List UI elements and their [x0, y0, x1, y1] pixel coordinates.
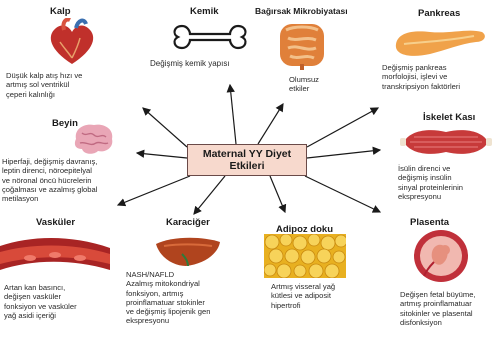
arrow-bagirsak	[258, 104, 283, 144]
kalp-title: Kalp	[50, 6, 71, 17]
kalp-desc: Düşük kalp atış hızı ve artmış sol ventr…	[6, 71, 82, 99]
arrow-plasenta	[305, 176, 380, 212]
plasenta-title: Plasenta	[410, 217, 449, 228]
placenta-icon	[412, 228, 470, 284]
pankreas-desc: Değişmiş pankreas morfolojisi, işlevi ve…	[382, 63, 460, 91]
muscle-icon	[400, 124, 492, 158]
plasenta-desc: Değişen fetal büyüme, artmış proinflamat…	[400, 290, 476, 327]
adipoz-desc: Artmış visseral yağ kütlesi ve adiposit …	[271, 282, 335, 310]
beyin-desc: Hiperfaji, değişmiş davranış, leptin dir…	[2, 157, 97, 203]
bone-icon	[168, 22, 252, 52]
bagirsak-title: Bağırsak Mikrobiyatası	[255, 6, 348, 16]
heart-icon	[42, 18, 102, 68]
arrow-kalp	[143, 108, 187, 147]
arrow-karaciger	[194, 176, 225, 214]
arrow-kemik	[230, 85, 236, 144]
karaciger-desc: NASH/NAFLD Azalmış mitokondriyal fonksiy…	[126, 270, 210, 326]
arrow-iskelet	[307, 150, 380, 158]
iskelet-desc: İsülin direnci ve değişmiş insülin sinya…	[398, 164, 463, 201]
brain-icon	[70, 121, 116, 157]
center-title-line2: Etkileri	[229, 160, 264, 172]
arrow-pankreas	[307, 108, 378, 147]
center-box: Maternal YY Diyet Etkileri	[187, 144, 307, 176]
center-title-line1: Maternal YY Diyet	[203, 148, 291, 160]
arrow-adipoz	[270, 176, 285, 212]
blood-vessel-icon	[0, 226, 110, 278]
arrow-beyin	[137, 153, 187, 158]
iskelet-title: İskelet Kası	[423, 112, 475, 123]
pankreas-title: Pankreas	[418, 8, 460, 19]
arrow-vaskuler	[118, 176, 190, 205]
bagirsak-desc: Olumsuz etkiler	[289, 75, 319, 94]
kemik-desc: Değişmiş kemik yapısı	[150, 59, 230, 68]
karaciger-title: Karaciğer	[166, 217, 210, 228]
intestine-icon	[276, 18, 328, 72]
vaskuler-desc: Artan kan basıncı, değişen vasküler fonk…	[4, 283, 77, 320]
adipose-tissue-icon	[264, 234, 346, 278]
liver-icon	[152, 234, 224, 268]
pancreas-icon	[390, 20, 490, 60]
kemik-title: Kemik	[190, 6, 219, 17]
